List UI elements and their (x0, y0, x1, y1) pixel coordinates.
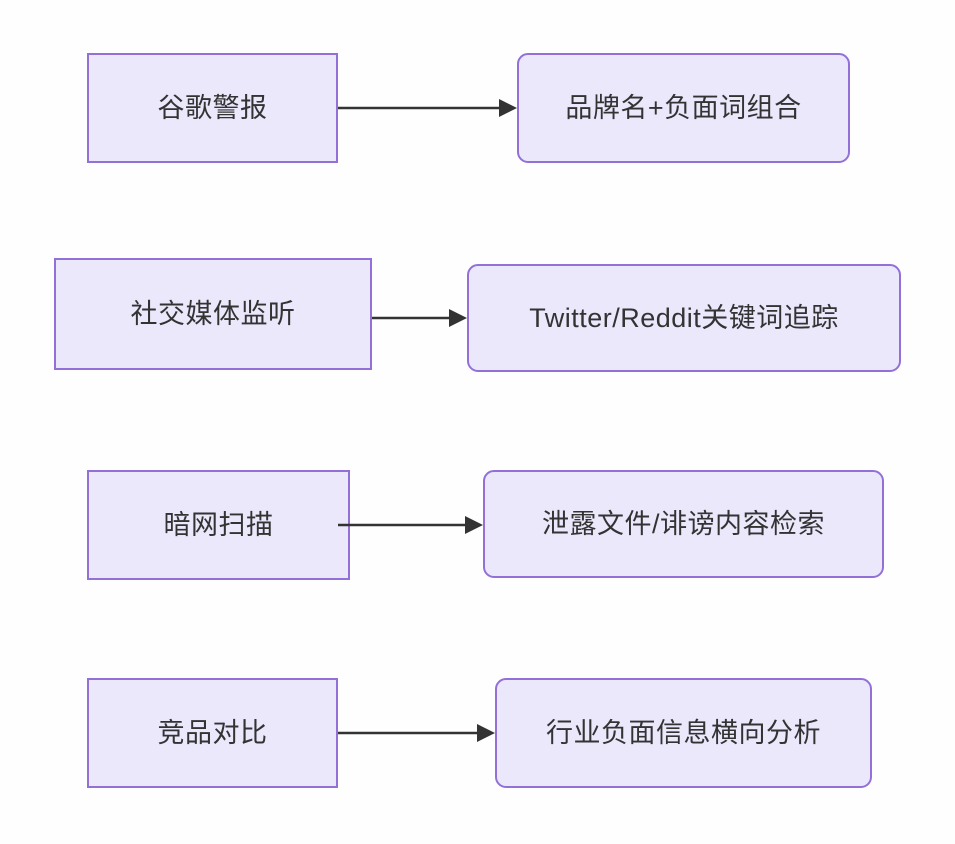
node-industry-negative-info-analysis[interactable]: 行业负面信息横向分析 (495, 678, 872, 788)
node-label: 社交媒体监听 (130, 298, 296, 329)
arrowhead-icon (499, 99, 517, 117)
node-label: 谷歌警报 (157, 92, 268, 123)
edge-row-4 (338, 724, 495, 742)
node-label: 竞品对比 (157, 717, 268, 748)
edge-row-2 (372, 309, 467, 327)
node-dark-web-scan[interactable]: 暗网扫描 (87, 470, 350, 580)
node-leaked-files-defamation-retrieval[interactable]: 泄露文件/诽谤内容检索 (483, 470, 884, 578)
node-label: 品牌名+负面词组合 (565, 92, 802, 123)
arrowhead-icon (449, 309, 467, 327)
arrowhead-icon (477, 724, 495, 742)
edge-row-1 (338, 99, 517, 117)
node-twitter-reddit-keyword-tracking[interactable]: Twitter/Reddit关键词追踪 (467, 264, 901, 372)
node-label: 行业负面信息横向分析 (546, 717, 821, 748)
node-brand-negative-keywords[interactable]: 品牌名+负面词组合 (517, 53, 850, 163)
node-label: 泄露文件/诽谤内容检索 (541, 508, 825, 539)
edge-row-3 (338, 516, 483, 534)
node-label: 暗网扫描 (163, 509, 274, 540)
node-social-media-listening[interactable]: 社交媒体监听 (54, 258, 372, 370)
node-competitor-comparison[interactable]: 竞品对比 (87, 678, 338, 788)
node-google-alerts[interactable]: 谷歌警报 (87, 53, 338, 163)
arrowhead-icon (465, 516, 483, 534)
node-label: Twitter/Reddit关键词追踪 (529, 302, 839, 333)
